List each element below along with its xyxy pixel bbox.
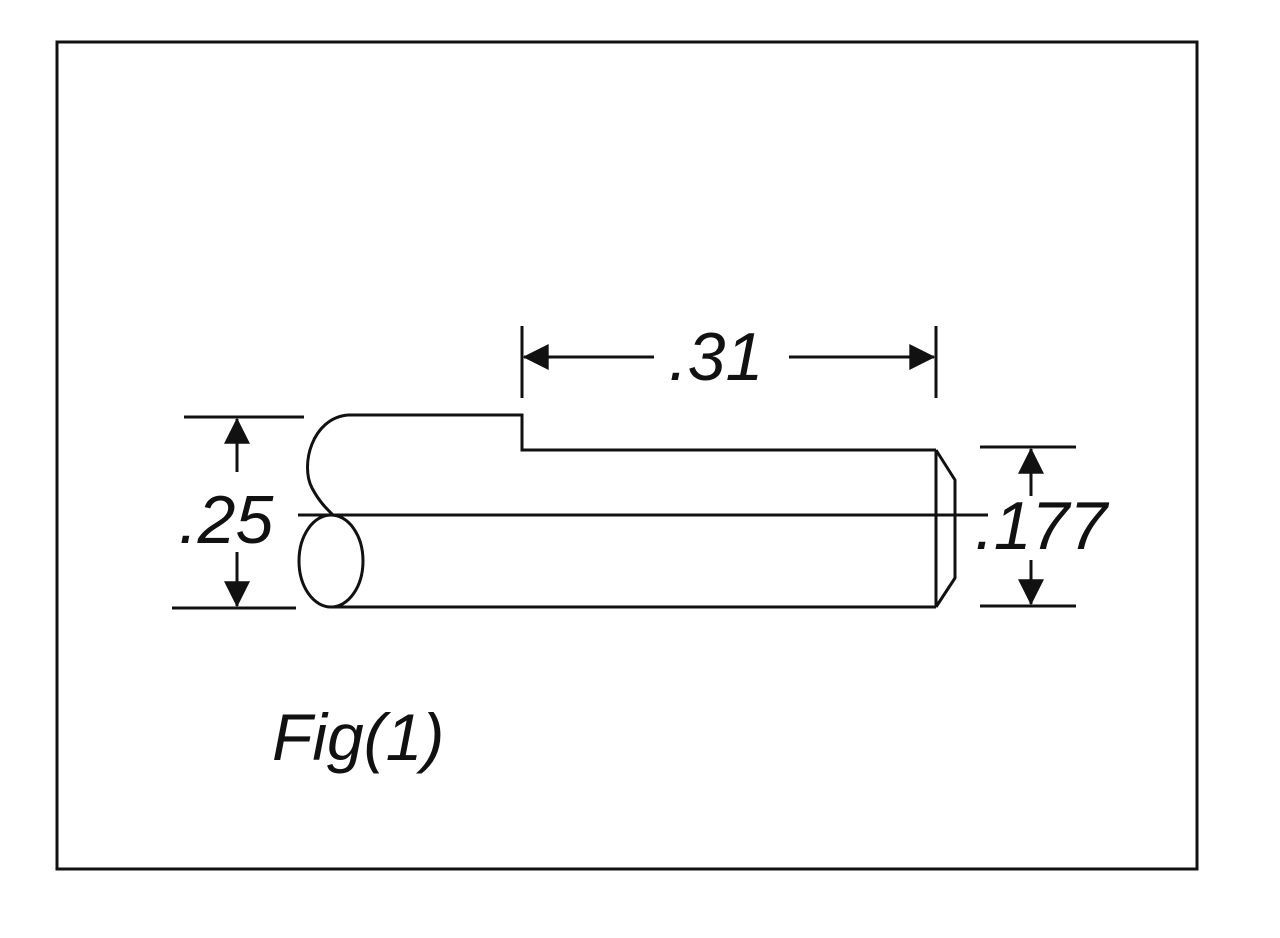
- figure-caption: Fig(1): [272, 700, 444, 774]
- figure-frame: [55, 40, 1199, 871]
- dimension-label-length: .31: [669, 319, 764, 395]
- pin-upper-edge: [348, 413, 936, 452]
- dimension-label-diameter: .25: [179, 482, 274, 558]
- break-line-lower: [297, 513, 365, 609]
- pin-end-chamfer: [934, 449, 957, 608]
- dimension-label-depth: .177: [975, 488, 1110, 564]
- break-line-upper: [306, 413, 349, 517]
